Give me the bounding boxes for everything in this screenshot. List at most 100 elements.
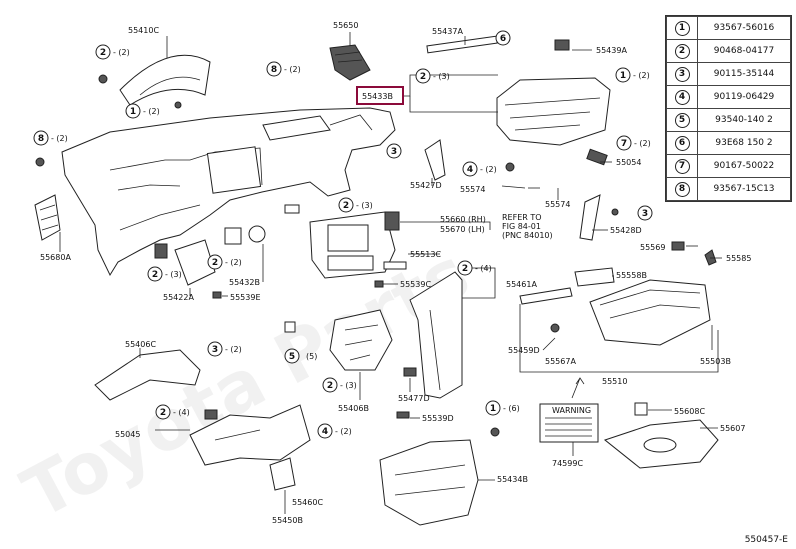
part-55650 [329, 44, 371, 81]
legend-number: 3 [674, 66, 690, 82]
label-55437A[interactable]: 55437A [432, 27, 463, 36]
label-55539E[interactable]: 55539E [230, 293, 261, 302]
svg-text:1: 1 [490, 404, 496, 414]
glove-compartment-door [519, 279, 711, 346]
label-55434B[interactable]: 55434B [497, 475, 528, 484]
side-vent-55680A [34, 194, 61, 241]
label-55660[interactable]: 55660 (RH) [440, 215, 486, 224]
highlight-box-55433B[interactable] [356, 86, 404, 105]
legend-part-number[interactable]: 93567-56016 [697, 16, 791, 40]
svg-text:- (4): - (4) [173, 408, 190, 417]
label-55670[interactable]: 55670 (LH) [440, 225, 485, 234]
legend-number: 6 [674, 135, 690, 151]
callout: 3- (2) [207, 341, 242, 357]
label-55461A[interactable]: 55461A [506, 280, 537, 289]
label-55422A[interactable]: 55422A [163, 293, 194, 302]
label-55539D[interactable]: 55539D [422, 414, 454, 423]
label-74599C[interactable]: 74599C [552, 459, 583, 468]
label-55574-b[interactable]: 55574 [545, 200, 570, 209]
label-55650[interactable]: 55650 [333, 21, 358, 30]
part-55558B [574, 267, 615, 287]
label-55450B[interactable]: 55450B [272, 516, 303, 525]
label-55585[interactable]: 55585 [726, 254, 751, 263]
part-55450B [269, 457, 296, 491]
label-55054[interactable]: 55054 [616, 158, 641, 167]
callout: 1- (6) [485, 400, 520, 416]
svg-text:1: 1 [620, 71, 626, 81]
svg-text:- (3): - (3) [340, 381, 357, 390]
svg-text:- (2): - (2) [284, 65, 301, 74]
label-55439A[interactable]: 55439A [596, 46, 627, 55]
label-55558B[interactable]: 55558B [616, 271, 647, 280]
label-55567A[interactable]: 55567A [545, 357, 576, 366]
diagram-code: 550457-E [744, 535, 788, 545]
label-55477D[interactable]: 55477D [398, 394, 430, 403]
clip-icon [98, 74, 108, 84]
console-panel-55461A [409, 271, 463, 399]
label-55428D[interactable]: 55428D [610, 226, 642, 235]
callout: 5(5) [284, 348, 317, 364]
lower-finish-panel-55045 [189, 404, 311, 466]
label-55608C[interactable]: 55608C [674, 407, 705, 416]
label-55607[interactable]: 55607 [720, 424, 745, 433]
label-55459D[interactable]: 55459D [508, 346, 540, 355]
label-55410C[interactable]: 55410C [128, 26, 159, 35]
label-55406B[interactable]: 55406B [338, 404, 369, 413]
callout: 1- (2) [615, 67, 650, 83]
label-55569[interactable]: 55569 [640, 243, 665, 252]
callout: 2 - (4) [155, 404, 190, 420]
legend-part-number[interactable]: 90115-35144 [697, 62, 791, 86]
label-55460C[interactable]: 55460C [292, 498, 323, 507]
label-55680A[interactable]: 55680A [40, 253, 71, 262]
svg-text:3: 3 [642, 209, 648, 219]
svg-text:8: 8 [271, 65, 277, 75]
callout: 4 - (2) [317, 423, 352, 439]
legend-part-number[interactable]: 90468-04177 [697, 39, 791, 63]
svg-text:- (3): - (3) [433, 72, 450, 81]
legend-number: 5 [674, 112, 690, 128]
svg-text:- (2): - (2) [480, 165, 497, 174]
svg-text:- (3): - (3) [165, 270, 182, 279]
label-55432B[interactable]: 55432B [229, 278, 260, 287]
callout: 2- (3) [338, 197, 373, 213]
svg-text:- (2): - (2) [335, 427, 352, 436]
svg-text:2: 2 [160, 408, 166, 418]
label-55574-a[interactable]: 55574 [460, 185, 485, 194]
lower-panel-55406C [94, 349, 201, 401]
svg-text:- (2): - (2) [51, 134, 68, 143]
legend-part-number[interactable]: 90167-50022 [697, 154, 791, 178]
legend-part-number[interactable]: 93540-140 2 [697, 108, 791, 132]
svg-text:2: 2 [420, 72, 426, 82]
part-55569 [671, 241, 685, 251]
label-55427D[interactable]: 55427D [410, 181, 442, 190]
legend-part-number[interactable]: 93567-15C13 [697, 177, 791, 201]
callout: 6 [495, 30, 511, 46]
label-55513C[interactable]: 55513C [410, 250, 441, 259]
callout: 2- (2) [95, 44, 130, 60]
legend-part-number[interactable]: 93E68 150 2 [697, 131, 791, 155]
part-labels: 55410C 55650 55437A 55439A 55433B 55427D… [40, 21, 751, 525]
leader-lines [59, 32, 722, 514]
svg-text:4: 4 [322, 427, 328, 437]
console-upper-55406B [329, 309, 393, 371]
callout: 3 [386, 143, 402, 159]
legend-row: 5 93540-140 2 [666, 108, 791, 132]
label-55045[interactable]: 55045 [115, 430, 140, 439]
legend-number: 4 [674, 89, 690, 105]
svg-text:- (2): - (2) [113, 48, 130, 57]
callout: 2 - (3) [415, 68, 450, 84]
label-55406C[interactable]: 55406C [125, 340, 156, 349]
callout: 4- (2) [462, 161, 497, 177]
label-55433B[interactable]: 55433B [362, 92, 393, 101]
label-55503B[interactable]: 55503B [700, 357, 731, 366]
svg-text:- (2): - (2) [225, 258, 242, 267]
center-cluster-finish-panel [284, 204, 400, 279]
legend-part-number[interactable]: 90119-06429 [697, 85, 791, 109]
label-55510[interactable]: 55510 [602, 377, 627, 386]
part-55428D [579, 194, 601, 241]
label-55539C[interactable]: 55539C [400, 280, 431, 289]
